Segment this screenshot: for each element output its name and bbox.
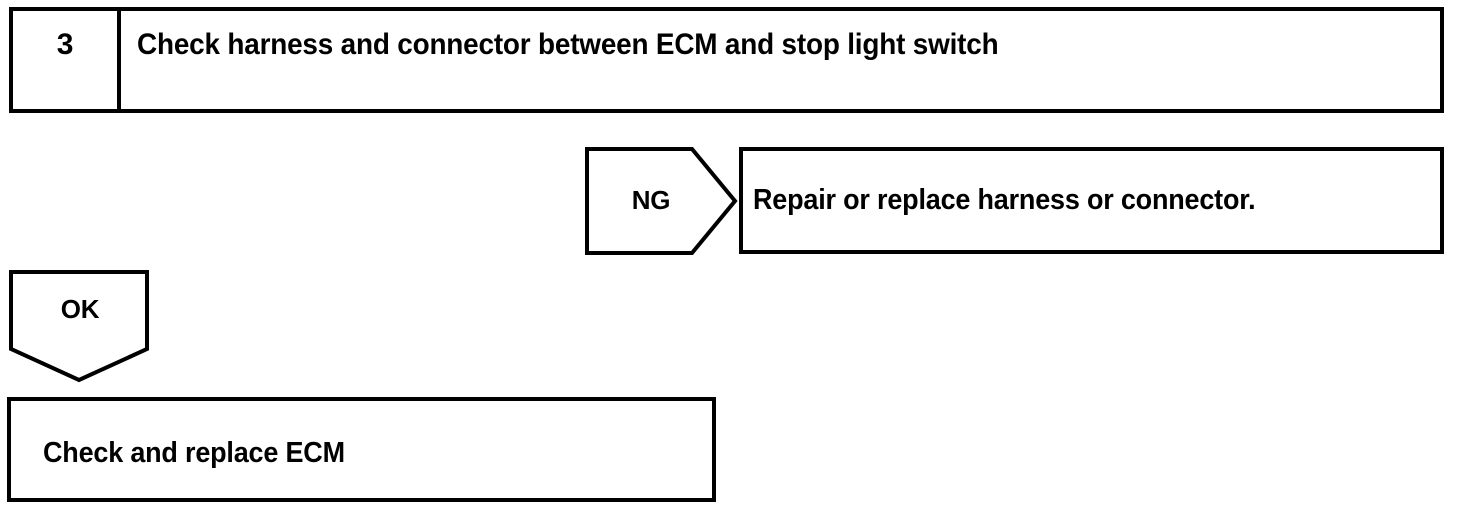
ng-result-text: Repair or replace harness or connector. [753, 184, 1256, 216]
step-title: Check harness and connector between ECM … [137, 28, 999, 61]
ok-result-text: Check and replace ECM [43, 437, 345, 469]
ng-result-box [739, 147, 1444, 254]
step-number-divider [117, 9, 121, 111]
branch-label-ng: NG [631, 185, 671, 215]
branch-arrow-ok [8, 269, 150, 383]
ok-result-box [7, 397, 716, 502]
branch-label-ok: OK [60, 294, 100, 324]
branch-arrow-ng [584, 146, 738, 256]
step-header-box [9, 7, 1444, 113]
step-number: 3 [56, 28, 74, 61]
